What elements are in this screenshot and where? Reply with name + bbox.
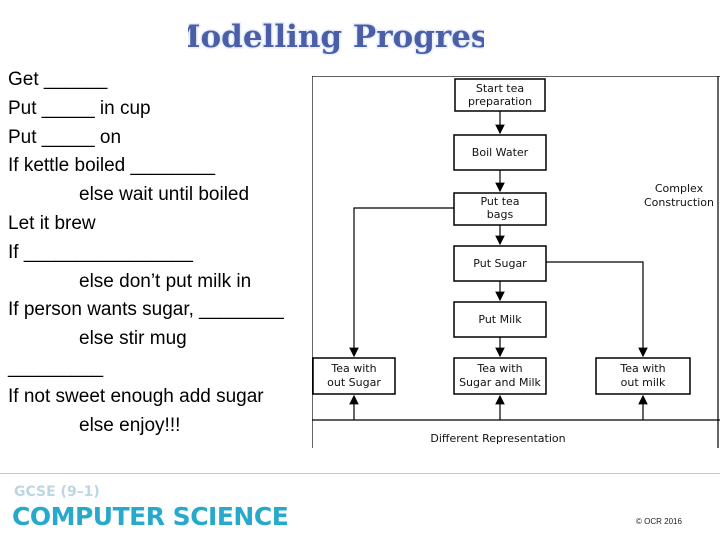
line-else-stir: else stir mug [79,328,187,350]
pseudocode-list: Get ______ Put _____ in cup Put _____ on… [8,66,308,440]
box-tea-without-milk-line2: out milk [621,376,666,389]
box-tea-without-sugar-line1: Tea with [330,362,376,375]
footer-copyright: © OCR 2016 [636,517,682,526]
box-put-milk-label: Put Milk [478,313,522,326]
box-put-sugar: Put Sugar [453,245,547,282]
box-put-tea-bags-line2: bags [487,208,514,221]
box-tea-without-sugar: Tea with out Sugar [312,357,396,395]
footer-divider [0,473,720,474]
box-tea-without-milk-line1: Tea with [619,362,665,375]
line-if-kettle: If kettle boiled ________ [8,155,216,177]
box-start-line2: preparation [468,95,532,108]
line-brew: Let it brew [8,212,96,234]
box-start: Start tea preparation [454,78,546,112]
line-blank: _________ [8,356,104,378]
arrow-bypass-sugar [349,207,454,358]
complex-construction-line2: Construction [644,196,714,209]
box-tea-without-sugar-line2: out Sugar [327,376,381,389]
box-tea-sugar-milk-line1: Tea with [476,362,522,375]
box-put-tea-bags: Put tea bags [453,192,547,226]
box-tea-sugar-milk: Tea with Sugar and Milk [453,357,547,395]
page-title-text: Modelling Progress [188,19,484,55]
line-put-in-cup: Put _____ in cup [8,97,151,119]
footer-subject-logo: COMPUTER SCIENCE [12,502,289,531]
footer-gcse-label: GCSE (9–1) [14,484,100,500]
arrow-bypass-milk [546,261,648,358]
box-boil-water-label: Boil Water [472,146,529,159]
box-put-sugar-label: Put Sugar [473,257,527,270]
line-else-enjoy: else enjoy!!! [79,414,181,436]
box-put-tea-bags-line1: Put tea [480,195,519,208]
line-put-on: Put _____ on [8,126,122,148]
page-title: Modelling Progress [165,14,508,58]
line-get: Get ______ [8,69,108,90]
line-else-no-milk: else don’t put milk in [79,270,252,292]
line-if-not-sweet: If not sweet enough add sugar [8,385,264,407]
box-tea-without-milk: Tea with out milk [595,357,691,395]
line-else-wait: else wait until boiled [79,184,250,206]
line-if-sugar: If person wants sugar, ________ [8,299,284,321]
flowchart-caption: Different Representation [430,432,565,445]
flowchart: Start tea preparation Boil Water Put tea… [311,75,720,448]
box-boil-water: Boil Water [453,134,547,171]
box-put-milk: Put Milk [453,301,547,338]
box-start-line1: Start tea [476,82,524,95]
line-if-milk: If ________________ [8,241,193,263]
box-tea-sugar-milk-line2: Sugar and Milk [459,376,541,389]
complex-construction-line1: Complex [655,182,704,195]
